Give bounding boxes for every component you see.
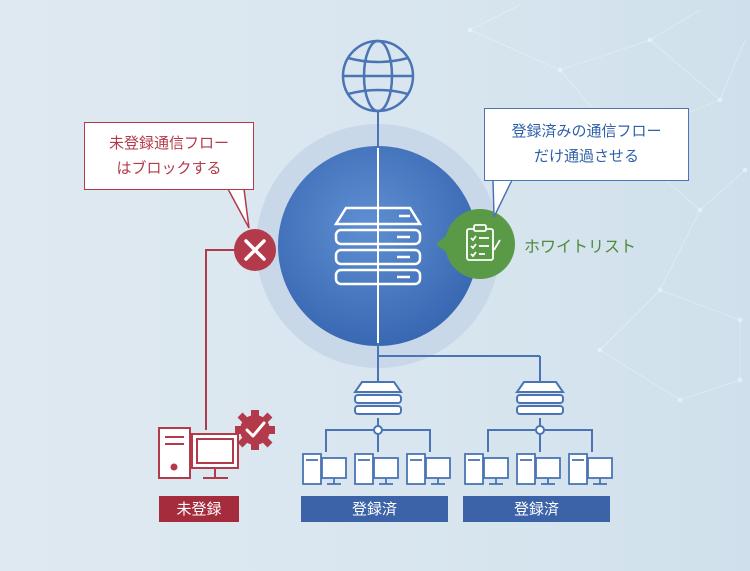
allowed-callout-tail <box>492 178 514 218</box>
pc-icon <box>464 453 509 485</box>
registered-tag-2: 登録済 <box>463 496 610 522</box>
pc-icon <box>568 453 613 485</box>
unregistered-pc-icon <box>158 427 239 479</box>
pc-icon <box>302 453 347 485</box>
registered-pc-group-2 <box>464 453 613 485</box>
server-stack-icon <box>333 206 423 286</box>
blocked-callout-tail <box>226 187 250 229</box>
gear-icon <box>235 410 275 450</box>
allowed-callout-line-1: 登録済みの通信フロー <box>511 122 662 140</box>
registered-pc-group-1 <box>302 453 451 485</box>
background-network-pattern <box>467 4 748 403</box>
switch-icon <box>353 381 403 415</box>
block-x-icon <box>234 229 276 271</box>
whitelist-label: ホワイトリスト <box>524 237 637 256</box>
clipboard-checklist-icon <box>466 224 501 261</box>
pc-icon <box>406 453 451 485</box>
whitelist-badge <box>436 209 515 279</box>
allowed-flow-callout: 登録済みの通信フロー だけ通過させる <box>484 108 689 181</box>
hub-node <box>535 425 545 435</box>
blocked-callout-line-2: はブロックする <box>116 159 222 177</box>
registered-tag-1: 登録済 <box>301 496 448 522</box>
switch-icon <box>515 381 565 415</box>
blocked-flow-callout: 未登録通信フロー はブロックする <box>84 122 254 190</box>
blocked-callout-line-1: 未登録通信フロー <box>108 134 229 152</box>
allowed-callout-line-2: だけ通過させる <box>533 147 639 165</box>
globe-icon <box>341 39 415 113</box>
hub-node <box>373 425 383 435</box>
unregistered-tag: 未登録 <box>159 496 239 522</box>
pc-icon <box>516 453 561 485</box>
pc-icon <box>354 453 399 485</box>
